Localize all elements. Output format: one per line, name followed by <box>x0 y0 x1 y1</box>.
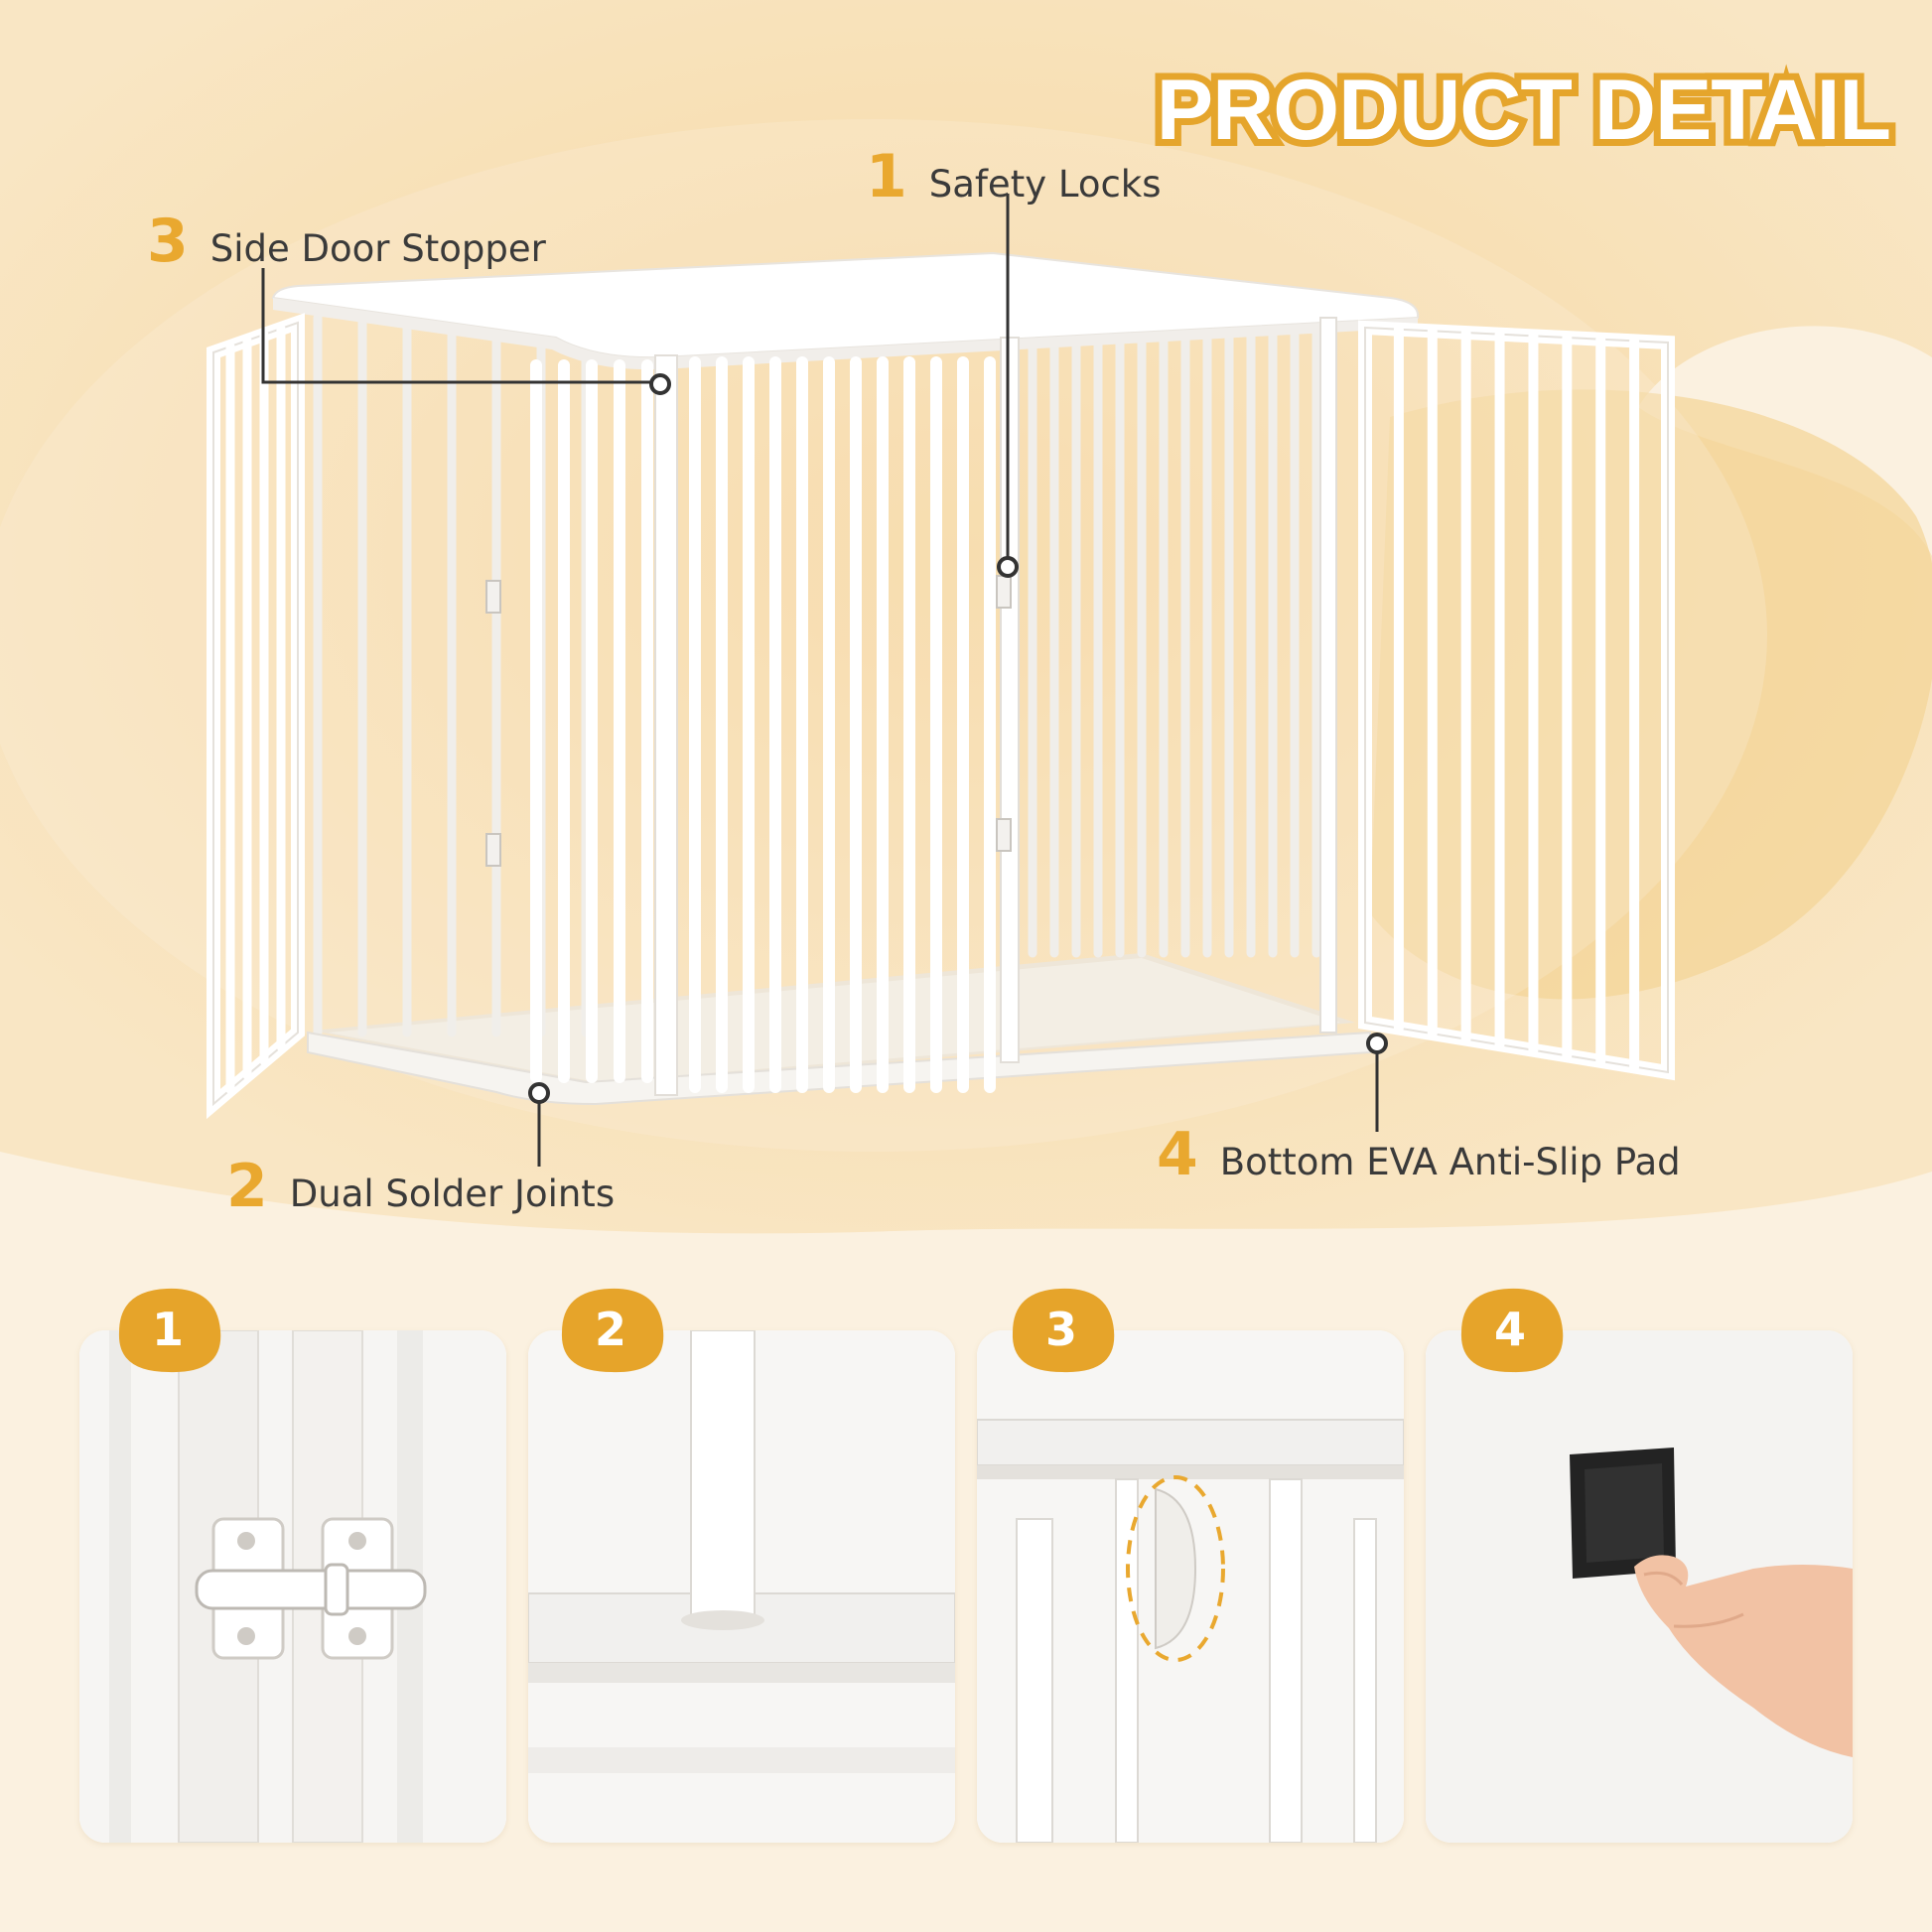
callout-bottom-eva-anti-slip-pad: 4 Bottom EVA Anti-Slip Pad <box>1157 1120 1681 1189</box>
detail-panel-solder-joints <box>528 1330 955 1843</box>
crate-back-bars <box>313 313 1321 1037</box>
callout-number: 3 <box>147 207 189 276</box>
marker-dot-2 <box>528 1082 550 1104</box>
door-stopper-bumper <box>1155 1487 1197 1650</box>
detail-panel-door-stopper <box>977 1330 1404 1843</box>
background-blob-right <box>1370 389 1932 1000</box>
callout-dual-solder-joints: 2 Dual Solder Joints <box>226 1152 615 1221</box>
detail-badge-1: 1 <box>109 1281 226 1378</box>
eva-pad <box>1570 1448 1676 1579</box>
callout-label: Bottom EVA Anti-Slip Pad <box>1219 1141 1681 1183</box>
callout-label: Side Door Stopper <box>209 227 546 270</box>
right-front-door <box>1358 320 1675 1081</box>
left-side-door <box>207 313 305 1120</box>
page-title: PRODUCT DETAIL <box>1150 56 1898 165</box>
detail-badge-2: 2 <box>552 1281 669 1378</box>
detail-panel-safety-locks <box>79 1330 506 1843</box>
crate-tabletop <box>271 251 1420 359</box>
leader-line-3 <box>261 268 660 384</box>
badge-number: 3 <box>1044 1303 1077 1356</box>
callout-label: Dual Solder Joints <box>289 1173 616 1215</box>
solder-joint <box>681 1610 764 1630</box>
badge-number: 1 <box>151 1303 184 1356</box>
detail-badge-4: 4 <box>1451 1281 1569 1378</box>
marker-dot-1 <box>997 556 1019 578</box>
callout-number: 1 <box>866 142 907 211</box>
crate-front-bars <box>530 356 996 1093</box>
callout-side-door-stopper: 3 Side Door Stopper <box>147 207 546 276</box>
crate-base <box>307 1031 1371 1106</box>
callout-label: Safety Locks <box>928 163 1162 206</box>
marker-dot-4 <box>1366 1033 1388 1054</box>
detail-panel-anti-slip-pad <box>1426 1330 1853 1843</box>
marker-dot-3 <box>649 373 671 395</box>
callout-safety-locks: 1 Safety Locks <box>866 142 1162 211</box>
badge-number: 4 <box>1493 1303 1526 1356</box>
hand <box>1634 1555 1853 1757</box>
badge-number: 2 <box>594 1303 626 1356</box>
callout-number: 2 <box>226 1152 268 1221</box>
callout-number: 4 <box>1157 1120 1198 1189</box>
detail-badge-3: 3 <box>1003 1281 1120 1378</box>
latch-icon <box>195 1517 427 1660</box>
